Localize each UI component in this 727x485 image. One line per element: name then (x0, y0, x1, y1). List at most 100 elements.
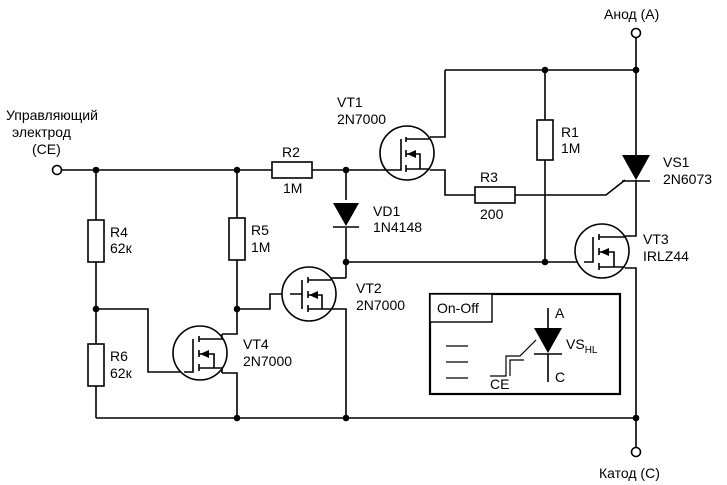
terminal-circle (630, 27, 642, 39)
thyristor-vs1: VS1 2N6073 (622, 154, 712, 187)
mosfet-circle (379, 125, 435, 181)
mosfet-vt1: VT1 2N7000 (337, 94, 435, 181)
diode-triangle (333, 203, 359, 226)
terminal-circle (630, 446, 642, 458)
r2-value: 1M (283, 180, 302, 196)
mosfet-vt4: VT4 2N7000 (172, 325, 292, 381)
resistor-body (536, 119, 554, 161)
vt1-value: 2N7000 (337, 111, 386, 127)
vt3-name: VT3 (643, 231, 669, 247)
mosfet-arrow (200, 350, 209, 358)
resistor-r1: R1 1M (536, 119, 580, 161)
legend-box: On-Off A C CE VSHL (428, 292, 622, 396)
legend-gate-lead (490, 339, 537, 377)
vs1-value: 2N6073 (663, 171, 712, 187)
wire-vt4-source (222, 372, 238, 418)
wire-vt3-source (625, 267, 637, 448)
junctions (92, 66, 640, 422)
legend-thyristor-triangle (534, 328, 562, 353)
control-label-line3: (СЕ) (32, 141, 61, 157)
junction-dot (233, 305, 241, 313)
junction-dot (342, 258, 350, 266)
legend-title-frame (429, 293, 493, 323)
junction-dot (632, 66, 640, 74)
r4-name: R4 (110, 224, 128, 240)
junction-dot (92, 166, 100, 174)
wire-vt1-source (430, 169, 475, 196)
vs1-name: VS1 (663, 154, 690, 170)
mosfet-vt2: VT2 2N7000 (281, 266, 405, 322)
r5-name: R5 (251, 222, 269, 238)
mosfet-gate (584, 237, 594, 263)
control-label-line2: электрод (12, 124, 71, 140)
junction-dot (233, 414, 241, 422)
mosfet-gate (184, 339, 194, 373)
resistor-r4: R4 62к (87, 219, 133, 263)
wire-r3-vs1-gate (515, 179, 626, 196)
r6-name: R6 (110, 348, 128, 364)
resistor-r2: R2 1M (271, 144, 313, 196)
wire-vt4-gate (96, 308, 184, 373)
diode-vd1: VD1 1N4148 (333, 203, 422, 235)
wire-vt2-gate (237, 293, 290, 310)
resistor-body (87, 219, 105, 263)
junction-dot (92, 305, 100, 313)
r5-value: 1M (251, 239, 270, 255)
mosfet-circle (574, 223, 630, 279)
terminal-cathode: Катод (С) (599, 446, 660, 481)
mosfet-drain (199, 334, 223, 340)
mosfet-arrow (309, 291, 318, 299)
terminal-control: Управляющий электрод (СЕ) (6, 107, 98, 176)
resistor-r3: R3 200 (474, 169, 516, 222)
legend-cathode: C (555, 369, 565, 385)
r1-name: R1 (561, 124, 579, 140)
anode-label: Анод (А) (604, 6, 659, 22)
mosfet-arrow (407, 150, 416, 158)
mosfet-gate (290, 280, 303, 309)
mosfet-circle (172, 325, 228, 381)
vt2-value: 2N7000 (356, 297, 405, 313)
wire-vt4-drain (222, 309, 238, 335)
junction-dot (342, 414, 350, 422)
r6-value: 62к (110, 365, 133, 381)
resistor-body (474, 186, 516, 204)
vt3-value: IRLZ44 (643, 248, 689, 264)
legend-anode: A (555, 305, 565, 321)
terminal-anode: Анод (А) (604, 6, 659, 39)
legend-symbol: VSHL (566, 336, 598, 356)
legend-gate-lead (509, 359, 524, 376)
vt1-name: VT1 (337, 94, 363, 110)
resistor-body (87, 343, 105, 387)
vd1-value: 1N4148 (373, 219, 422, 235)
junction-dot (342, 166, 350, 174)
resistor-r5: R5 1M (228, 217, 270, 261)
terminal-circle (51, 164, 63, 176)
legend-title: On-Off (437, 300, 479, 316)
mosfet-arrow (600, 248, 609, 256)
wire-vt2-source (331, 308, 347, 418)
legend-symbol-sub: HL (585, 345, 598, 356)
r3-name: R3 (480, 169, 498, 185)
junction-dot (632, 414, 640, 422)
wire-vs1-cathode (625, 180, 637, 237)
r1-value: 1M (561, 140, 580, 156)
mosfet-vt3: VT3 IRLZ44 (574, 223, 689, 279)
r3-value: 200 (480, 206, 504, 222)
legend-gate: CE (490, 376, 509, 392)
resistor-body (271, 161, 313, 179)
resistor-r6: R6 62к (87, 343, 133, 387)
r4-value: 62к (110, 240, 133, 256)
r2-name: R2 (282, 144, 300, 160)
vt4-value: 2N7000 (243, 353, 292, 369)
wire-vt1-drain (430, 70, 446, 138)
junction-dot (541, 258, 549, 266)
junction-dot (541, 66, 549, 74)
vd1-name: VD1 (373, 203, 400, 219)
cathode-label: Катод (С) (599, 465, 660, 481)
vt2-name: VT2 (356, 280, 382, 296)
junction-dot (233, 166, 241, 174)
legend-symbol-main: VS (566, 336, 585, 352)
vt4-name: VT4 (243, 336, 269, 352)
resistor-body (228, 217, 246, 261)
mosfet-gate (382, 139, 402, 171)
